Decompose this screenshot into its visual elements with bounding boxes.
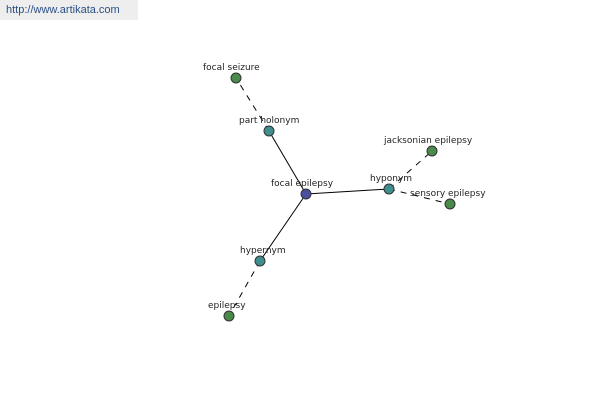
node-part-holonym[interactable] bbox=[263, 125, 275, 137]
node-label-sensory-epilepsy[interactable]: sensory epilepsy bbox=[410, 189, 486, 199]
edge-focal-epilepsy-to-hypernym bbox=[259, 193, 307, 262]
edge-hypernym-to-epilepsy bbox=[228, 260, 261, 317]
edge-hyponym-to-sensory-epilepsy bbox=[388, 188, 451, 205]
labels-layer: focal epilepsy part holonym hyponym hyperny… bbox=[203, 63, 486, 311]
site-url-banner[interactable]: http://www.artikata.com bbox=[0, 0, 138, 20]
node-label-part-holonym[interactable]: part holonym bbox=[239, 116, 299, 126]
node-label-focal-epilepsy[interactable]: focal epilepsy bbox=[271, 179, 334, 189]
edge-part-holonym-to-focal-seizure bbox=[235, 77, 270, 132]
node-focal-seizure[interactable] bbox=[230, 72, 242, 84]
node-hypernym[interactable] bbox=[254, 255, 266, 267]
nodes-layer bbox=[223, 72, 456, 322]
edge-focal-epilepsy-to-part-holonym bbox=[268, 130, 307, 195]
node-focal-epilepsy[interactable] bbox=[300, 188, 312, 200]
edge-focal-epilepsy-to-hyponym bbox=[305, 188, 390, 195]
node-label-jacksonian-epilepsy[interactable]: jacksonian epilepsy bbox=[383, 136, 473, 146]
node-sensory-epilepsy[interactable] bbox=[444, 198, 456, 210]
node-label-hypernym[interactable]: hypernym bbox=[240, 246, 286, 256]
node-label-focal-seizure[interactable]: focal seizure bbox=[203, 63, 260, 73]
node-epilepsy[interactable] bbox=[223, 310, 235, 322]
node-label-hyponym[interactable]: hyponym bbox=[370, 174, 412, 184]
node-label-epilepsy[interactable]: epilepsy bbox=[208, 301, 246, 311]
node-jacksonian-epilepsy[interactable] bbox=[426, 145, 438, 157]
edges-layer bbox=[228, 77, 451, 317]
node-hyponym[interactable] bbox=[383, 183, 395, 195]
edge-hyponym-to-jacksonian-epilepsy bbox=[388, 150, 433, 190]
